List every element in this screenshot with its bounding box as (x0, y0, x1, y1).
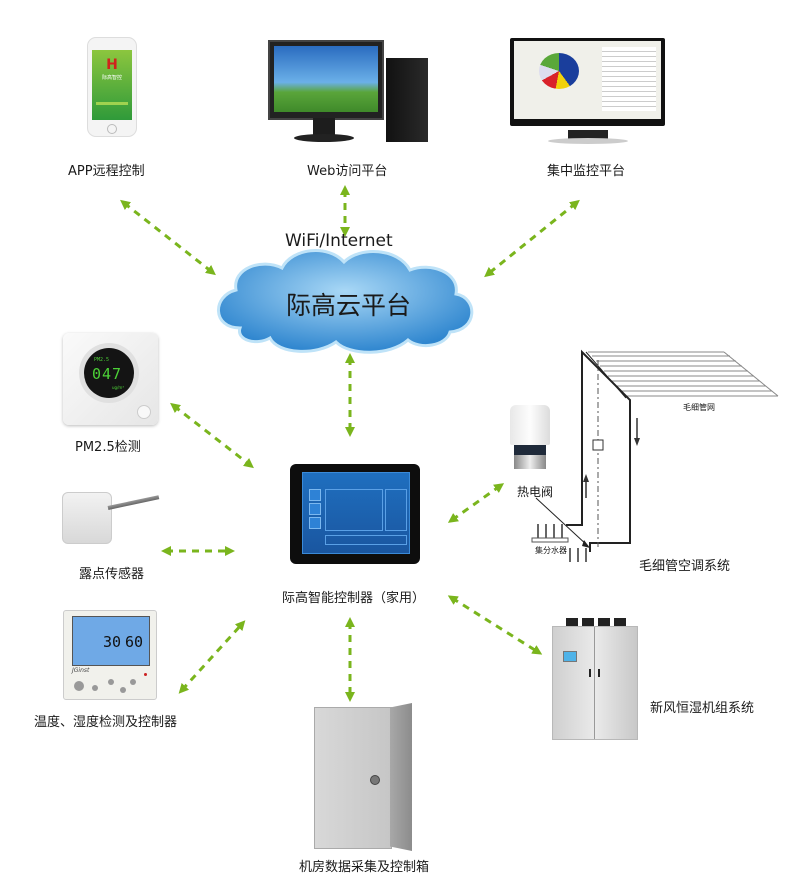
node-label-dew: 露点传感器 (79, 567, 145, 582)
node-label-cabinet: 机房数据采集及控制箱 (299, 860, 430, 875)
humidity-reading: 60 (125, 633, 144, 651)
node-label-app: APP远程控制 (68, 164, 145, 179)
pm25-unit: ug/m³ (112, 385, 124, 390)
arrow-thermostat-hub (178, 620, 246, 694)
hub-label: 际高智能控制器（家用） (282, 591, 426, 606)
thermostat-brand: JGinst (72, 667, 90, 674)
network-label: WiFi/Internet (285, 231, 393, 251)
app-name: 际高智控 (101, 75, 122, 81)
monitor-image (510, 38, 670, 148)
smart-controller-image (290, 464, 420, 564)
app-phone-image: H 际高智控 (87, 37, 137, 137)
control-cabinet-image (314, 703, 414, 853)
thermal-valve-image (506, 405, 554, 475)
temperature-reading: 30 (103, 633, 122, 651)
pm25-value: 047 (92, 365, 123, 383)
arrow-hub-freshair (447, 595, 543, 655)
pm25-button (137, 405, 151, 419)
manifold-label: 集分水器 (535, 546, 567, 555)
arrow-pm25-hub (170, 402, 254, 469)
app-logo-icon: H (106, 57, 118, 73)
pie-chart-icon (539, 53, 579, 89)
node-label-capillary: 毛细管空调系统 (639, 559, 731, 574)
pm25-tag: PM2.5 (94, 357, 110, 363)
dew-sensor-image (62, 488, 162, 548)
arrow-monitor-cloud (484, 199, 580, 278)
node-label-pm25: PM2.5检测 (75, 440, 141, 455)
thermostat-image: 30 60 JGinst (63, 610, 157, 700)
pm25-device-image: PM2.5 047 ug/m³ (63, 333, 158, 425)
lock-icon (370, 775, 380, 785)
node-label-freshair: 新风恒湿机组系统 (650, 701, 755, 716)
node-label-web: Web访问平台 (307, 164, 388, 179)
node-label-monitor: 集中监控平台 (547, 164, 626, 179)
web-pc-image (268, 40, 438, 150)
node-label-thermostat: 温度、湿度检测及控制器 (34, 715, 178, 730)
cloud-label: 际高云平台 (286, 291, 412, 320)
valve-label: 热电阀 (517, 485, 554, 499)
capillary-net-label: 毛细管网 (683, 403, 715, 412)
arrow-hub-valve (447, 483, 505, 523)
fresh-air-unit-image (552, 618, 642, 748)
arrow-app-cloud (120, 199, 216, 276)
